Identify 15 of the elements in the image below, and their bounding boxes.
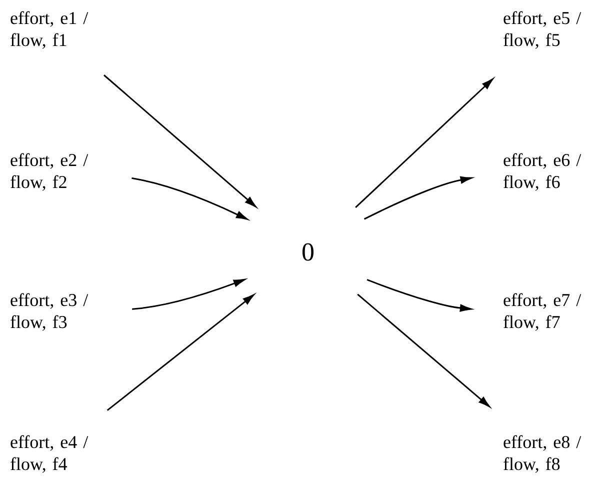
junction-label: 0 — [302, 243, 314, 261]
port-label: effort, e7 / flow, f7 — [504, 293, 582, 331]
port-label: effort, e1 / flow, f1 — [10, 11, 88, 49]
arrow — [104, 74, 256, 208]
arrow — [364, 176, 472, 220]
port-label: effort, e8 / flow, f8 — [504, 435, 582, 473]
port-label: effort, e3 / flow, f3 — [10, 293, 88, 331]
arrow — [106, 294, 254, 411]
port-label: effort, e4 / flow, f4 — [10, 435, 88, 473]
arrow — [355, 78, 494, 208]
port-label: effort, e2 / flow, f2 — [10, 153, 88, 191]
port-label: effort, e6 / flow, f6 — [504, 153, 582, 191]
arrow — [132, 278, 246, 310]
arrow — [132, 177, 248, 220]
port-label: effort, e5 / flow, f5 — [504, 11, 582, 49]
